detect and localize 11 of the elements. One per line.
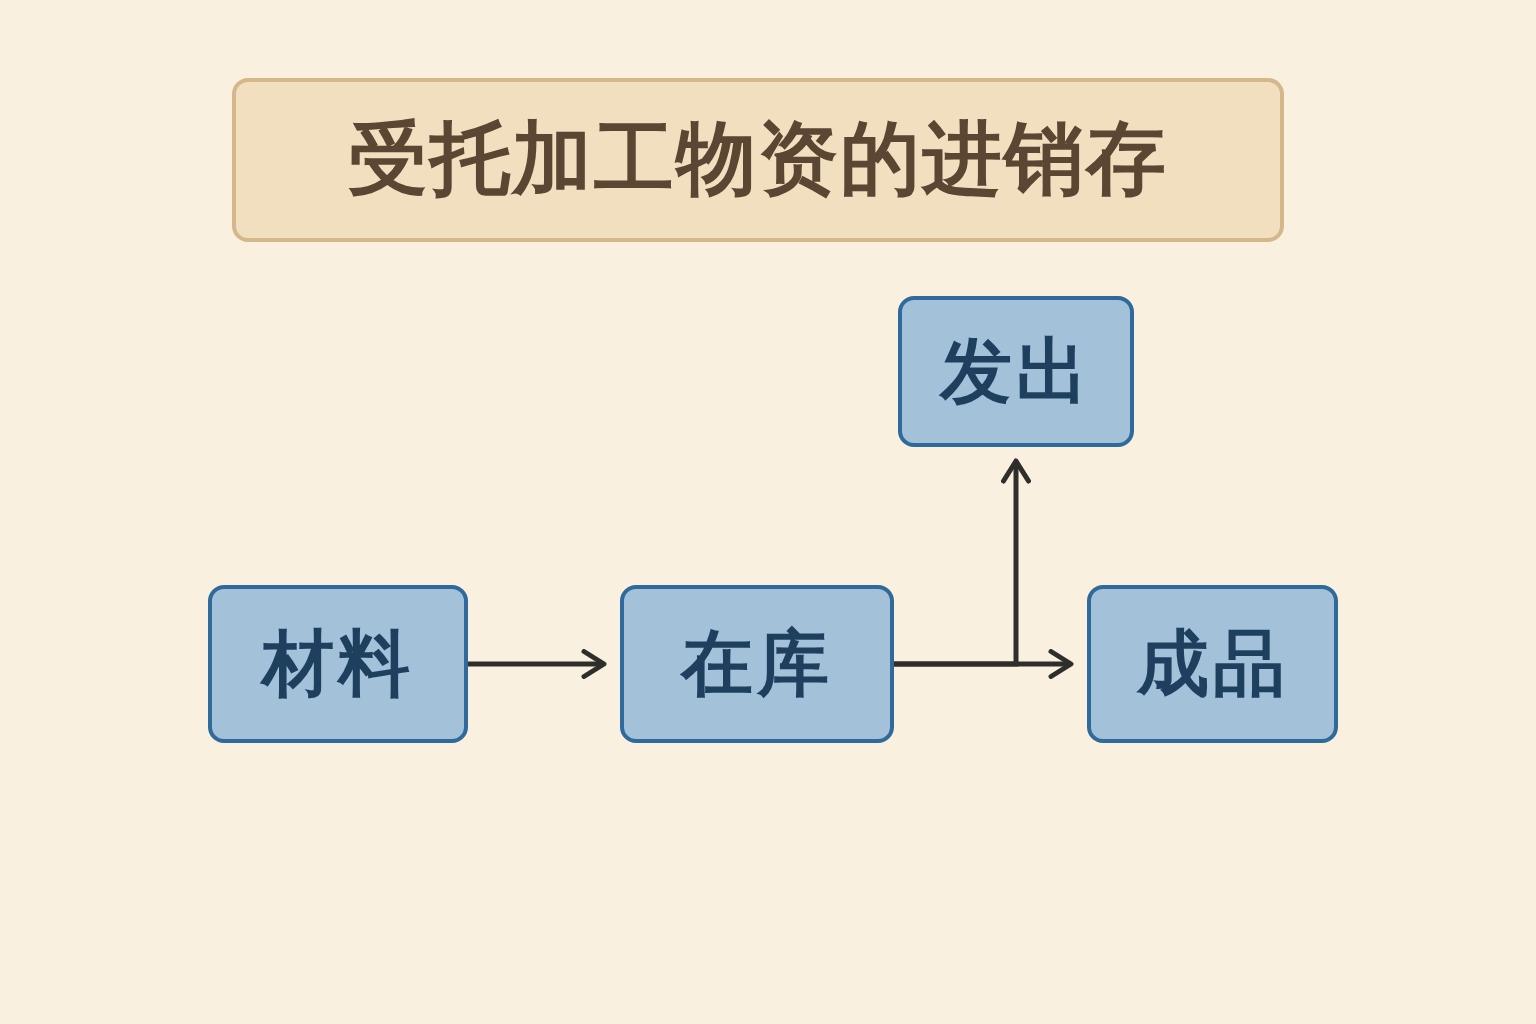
box-label: 在库	[681, 620, 833, 707]
title-text: 受托加工物资的进销存	[348, 111, 1168, 207]
process-box	[898, 296, 1134, 447]
arrow	[894, 458, 1031, 667]
process-box	[1087, 585, 1338, 743]
process-box	[208, 585, 468, 743]
box-label: 材料	[262, 620, 414, 707]
box-label: 发出	[940, 327, 1092, 415]
box-label: 成品	[1136, 620, 1289, 707]
process-box	[620, 585, 894, 743]
arrow	[468, 649, 607, 679]
